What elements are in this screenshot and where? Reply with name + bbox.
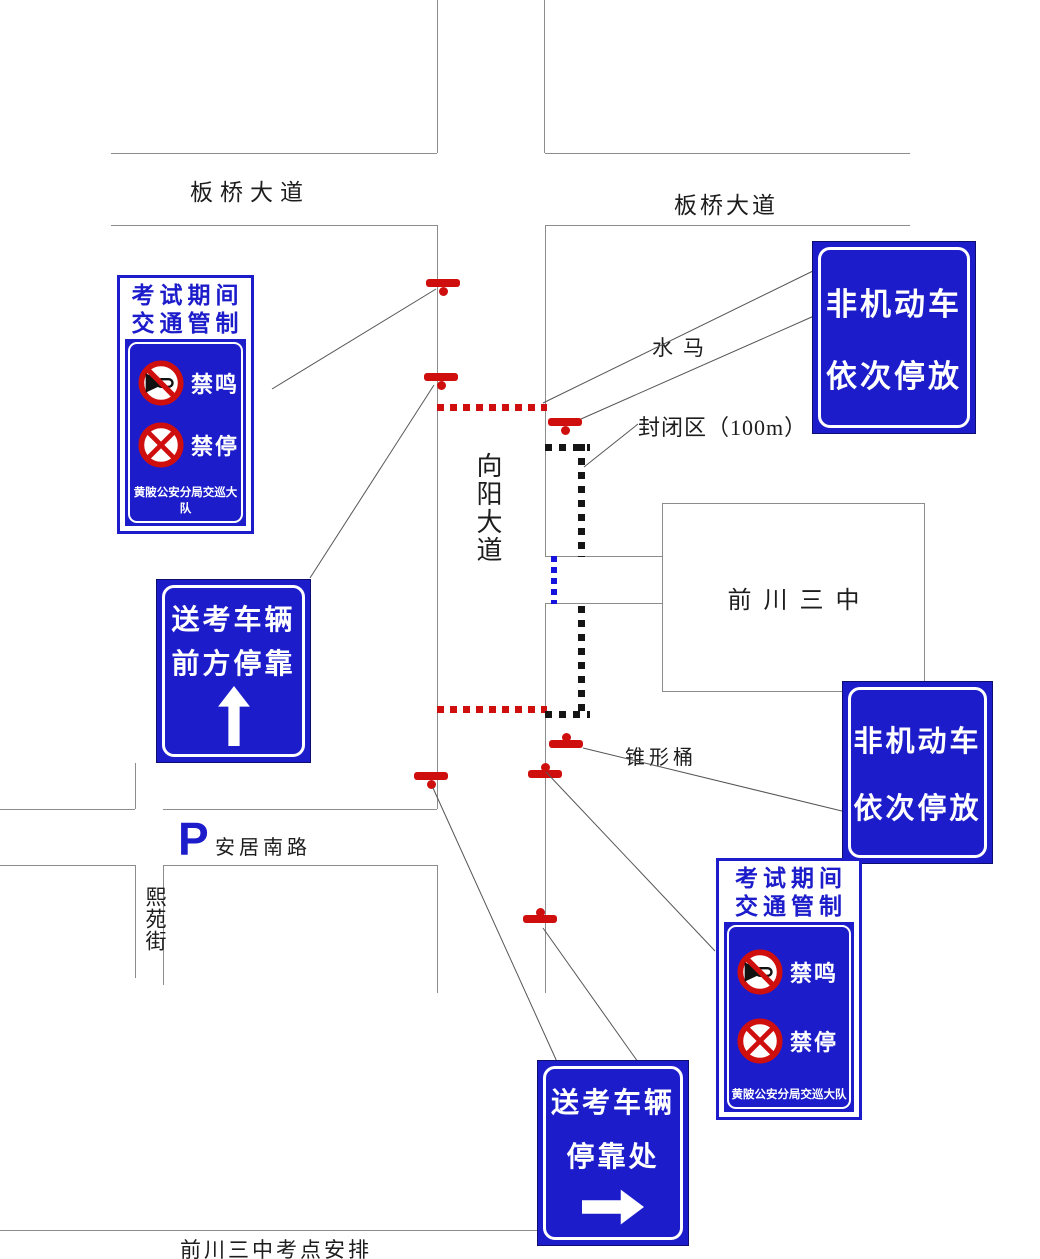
road-edge	[163, 865, 437, 866]
road-edge	[545, 153, 910, 154]
road-edge	[0, 809, 135, 810]
right-arrow-icon	[582, 1189, 644, 1225]
sign-line1: 非机动车	[826, 287, 962, 322]
school-name-label: 前川三中	[727, 588, 872, 614]
barricade-marker	[523, 908, 557, 926]
closed-zone-boundary	[545, 711, 590, 718]
sign-header-line1: 考试期间	[131, 282, 244, 308]
leader-line	[545, 771, 716, 952]
school-entrance-edge	[545, 603, 662, 604]
leader-line	[542, 927, 639, 1063]
sign-panel: 禁鸣 禁停 黄陂公安分局交巡大队	[125, 339, 246, 526]
issuing-authority-label: 黄陂公安分局交巡大队	[731, 1089, 847, 1101]
sign-header: 考试期间 交通管制	[719, 861, 859, 922]
sign-border	[543, 1066, 683, 1240]
no-stopping-icon	[737, 1018, 783, 1064]
road-edge	[437, 225, 438, 809]
barricade-marker	[426, 279, 460, 297]
road-label-xiangyang: 向阳大道	[473, 452, 502, 564]
leader-line	[309, 384, 435, 579]
no-stopping-label: 禁停	[191, 434, 240, 459]
diagram-title: 前川三中考点安排	[180, 1238, 372, 1259]
road-edge	[111, 153, 437, 154]
parking-icon: P	[178, 813, 209, 865]
no-horn-icon	[138, 360, 184, 406]
barricade-marker	[424, 373, 458, 391]
road-edge	[135, 865, 136, 978]
issuing-authority-label: 黄陂公安分局交巡大队	[133, 487, 238, 515]
sign-exam-traffic-control-topleft: 考试期间 交通管制 禁鸣	[117, 275, 254, 534]
road-edge	[163, 865, 164, 985]
road-edge	[545, 225, 546, 556]
sign-header-line1: 考试期间	[735, 865, 847, 891]
closed-zone-boundary	[578, 444, 585, 557]
school-entrance-edge	[545, 556, 662, 557]
closed-zone-boundary	[578, 606, 585, 718]
barricade-marker	[414, 772, 448, 790]
no-horn-label: 禁鸣	[790, 961, 839, 987]
road-edge	[135, 763, 136, 809]
road-label-banqiao-right: 板桥大道	[674, 193, 778, 218]
annotation-traffic-cone: 锥形桶	[625, 747, 697, 769]
road-edge	[545, 225, 910, 226]
no-stopping-icon	[138, 422, 184, 468]
sign-line1: 送考车辆	[171, 604, 296, 635]
sign-border	[162, 585, 305, 757]
road-edge	[163, 809, 437, 810]
up-arrow-icon	[217, 686, 250, 746]
no-stopping-label: 禁停	[790, 1029, 839, 1055]
no-horn-label: 禁鸣	[191, 372, 240, 397]
sign-border	[848, 687, 987, 858]
sign-line2: 依次停放	[826, 359, 962, 394]
sign-header: 考试期间 交通管制	[120, 278, 251, 339]
footer-rule	[0, 1230, 660, 1231]
barricade-marker	[549, 733, 583, 751]
barricade-marker	[528, 763, 562, 781]
road-edge	[437, 865, 438, 993]
sign-line2: 停靠处	[566, 1141, 660, 1172]
road-edge	[544, 0, 545, 153]
sign-line2: 前方停靠	[171, 648, 296, 679]
school-gate-line	[551, 556, 557, 604]
no-horn-icon	[737, 949, 783, 995]
annotation-closed-zone: 封闭区（100m）	[638, 415, 808, 440]
leader-line	[580, 315, 815, 420]
sign-header-line2: 交通管制	[131, 310, 244, 336]
road-edge	[437, 0, 438, 153]
barricade-marker	[548, 418, 582, 436]
leader-line	[542, 269, 816, 404]
sign-line2: 依次停放	[853, 793, 982, 826]
leader-line	[582, 747, 847, 813]
leader-line	[583, 423, 639, 468]
leader-line	[432, 787, 559, 1065]
sign-nonmotor-parking-top: 非机动车 依次停放	[813, 242, 975, 433]
sign-header-line2: 交通管制	[735, 893, 847, 919]
sign-exam-traffic-control-bottomright: 考试期间 交通管制 禁鸣	[716, 858, 862, 1120]
sign-escort-stop-ahead: 送考车辆 前方停靠	[157, 580, 310, 762]
water-barrier-row	[437, 404, 547, 411]
road-edge	[0, 865, 135, 866]
road-label-anju-south: 安居南路	[215, 837, 311, 859]
road-edge	[111, 225, 437, 226]
school-building: 前川三中	[662, 503, 925, 692]
road-edge	[545, 603, 546, 993]
sign-border	[818, 247, 970, 428]
road-label-banqiao-left: 板桥大道	[190, 180, 310, 205]
sign-escort-stop-here: 送考车辆 停靠处	[538, 1061, 688, 1245]
water-barrier-row	[437, 706, 547, 713]
annotation-water-barrier: 水马	[652, 336, 714, 360]
sign-panel: 禁鸣 禁停 黄陂公安分局交巡大队	[724, 922, 854, 1112]
road-label-xiyuan: 熙苑街	[143, 886, 167, 952]
leader-line	[271, 288, 437, 390]
sign-line1: 非机动车	[853, 725, 982, 758]
closed-zone-boundary	[545, 444, 590, 451]
sign-nonmotor-parking-bottom: 非机动车 依次停放	[843, 682, 992, 863]
sign-line1: 送考车辆	[550, 1087, 675, 1118]
